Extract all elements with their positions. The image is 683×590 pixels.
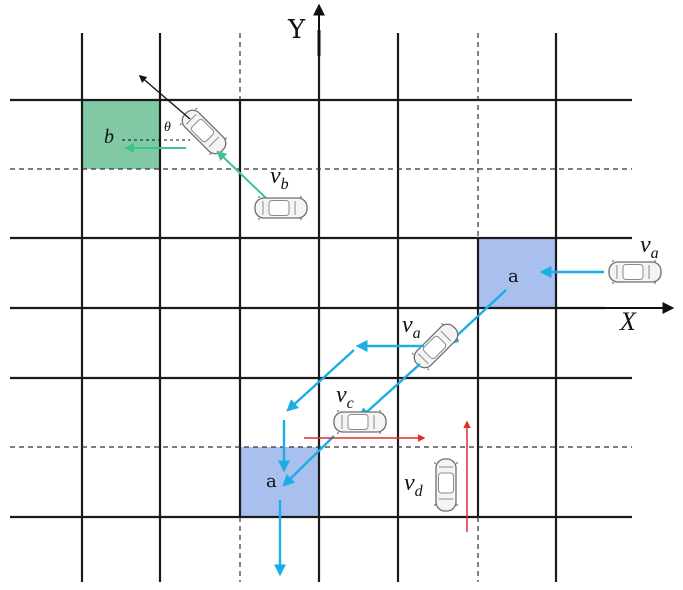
- v-b-label: vb: [270, 163, 289, 193]
- heading-arrow: [138, 74, 191, 120]
- theta-label: θ: [164, 120, 171, 135]
- car-icon-b: [254, 195, 308, 221]
- blue-arrow-to-a-bottom: [282, 435, 335, 487]
- v-d-label: vd: [404, 470, 424, 500]
- y-axis-label: Y: [287, 15, 306, 45]
- v-a-right-label: va: [640, 232, 659, 262]
- cell-b: [82, 100, 160, 169]
- v-c-label: vc: [336, 382, 354, 412]
- car-icon-b-rotated: [176, 104, 232, 160]
- grid-dashed-lines: [10, 33, 632, 582]
- v-a-mid-label: va: [402, 312, 421, 342]
- cell-b-label: b: [104, 126, 114, 148]
- car-icon-c: [333, 409, 387, 435]
- car-icon-d: [433, 458, 459, 512]
- blue-arrow-diagonal-lower: [358, 363, 421, 420]
- x-axis-label: X: [619, 307, 637, 336]
- green-arrow-diagonal: [216, 150, 267, 199]
- cell-a-bottom-label: a: [266, 471, 277, 492]
- cell-a-top-label: a: [508, 266, 519, 287]
- blue-arrow-left-diagonal: [286, 349, 355, 412]
- car-icon-a-right: [608, 259, 662, 285]
